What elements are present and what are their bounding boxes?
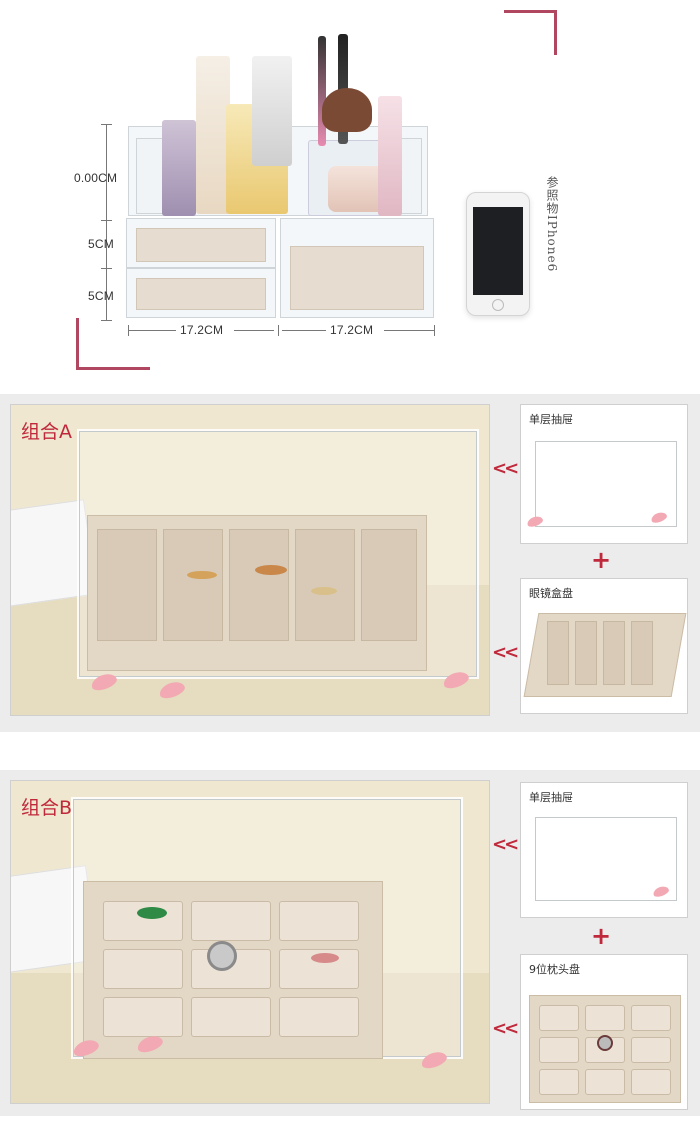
bracelet [137,907,167,919]
width-right-label: 17.2CM [330,323,374,337]
ruler-tick [101,124,112,125]
tray-slot [163,529,223,641]
tray-slot [631,621,653,685]
drawer-2-height-label: 5CM [88,289,114,303]
ruler-cap [128,325,129,336]
ruler-cap [278,325,279,336]
drawer-1-height-label: 5CM [88,237,114,251]
width-ruler-right [282,330,326,331]
watch-pillow [103,997,183,1037]
combo-b-arrow-2: << [492,1018,519,1039]
combo-a-part-2: 眼镜盒盘 [520,578,688,714]
tray-slot [229,529,289,641]
corner-bracket-top-right [504,10,557,13]
tray-slot [295,529,355,641]
combo-b-photo: 组合B [10,780,490,1104]
watch-pillow [279,997,359,1037]
lotion-bottle [196,56,230,214]
drawer-right-tray [290,246,424,310]
width-ruler-right-end [384,330,434,331]
organizer-illustration [122,34,434,318]
bracelet [311,953,339,963]
single-drawer [533,815,679,903]
top-height-label: 0.00CM [74,171,118,185]
perfume-bottle-small [162,120,196,216]
tray-slot [97,529,157,641]
combo-b-part-1-label: 单层抽屉 [529,791,573,804]
corner-bracket-bottom-left [76,367,150,370]
watch-pillow [191,901,271,941]
tray-slot [603,621,625,685]
watch [207,941,237,971]
width-left-label: 17.2CM [180,323,224,337]
tray-slot [547,621,569,685]
combo-a-plus: + [591,546,612,574]
drawer-left-bottom-tray [136,278,266,310]
watch-pillow [191,997,271,1037]
ruler-tick [101,220,112,221]
watch-pillow [539,1037,579,1063]
watch [597,1035,613,1051]
watch-pillow [279,901,359,941]
corner-bracket-bottom-left-v [76,318,79,370]
combo-b-part-2-label: 9位枕头盘 [529,963,580,976]
combo-a-arrow-1: << [492,458,519,479]
combo-a-arrow-2: << [492,642,519,663]
jewelry [187,571,217,579]
width-ruler-left [128,330,176,331]
watch-pillow [631,1005,671,1031]
tray-slot [575,621,597,685]
makeup-brush-1 [318,36,326,146]
phone-home-button [492,299,504,311]
phone-screen [473,207,523,295]
jewelry [311,587,337,595]
combo-b-plus: + [591,922,612,950]
powder-brush [322,88,372,132]
corner-bracket-top-right-v [554,10,557,55]
combo-b-title: 组合B [21,797,73,819]
watch-pillow [585,1005,625,1031]
watch-pillow [539,1005,579,1031]
jewelry [255,565,287,575]
tray-slot [361,529,417,641]
drawer-left-top-tray [136,228,266,262]
ruler-tick [101,268,112,269]
combo-a-part-1: 单层抽屉 [520,404,688,544]
watch-pillow [631,1069,671,1095]
combo-a-photo: 组合A [10,404,490,716]
ruler-tick [101,320,112,321]
height-ruler [106,124,107,320]
width-ruler-left-end [234,330,274,331]
iphone-reference [466,192,530,316]
dimension-section: 0.00CM 5CM 5CM 17.2CM 17.2CM [0,0,700,380]
watch-pillow [539,1069,579,1095]
watch-pillow [585,1069,625,1095]
phone-caption: 参照物IPhone6 [545,176,559,273]
combo-b-arrow-1: << [492,834,519,855]
combo-b-part-2: 9位枕头盘 [520,954,688,1110]
combo-b-part-1: 单层抽屉 [520,782,688,918]
spray-bottle [252,56,292,166]
combo-a-part-2-label: 眼镜盒盘 [529,587,573,600]
watch-pillow [103,949,183,989]
combo-a-title: 组合A [21,421,72,443]
watch-pillow [631,1037,671,1063]
combo-a-part-1-label: 单层抽屉 [529,413,573,426]
ruler-cap [434,325,435,336]
serum-bottle [378,96,402,216]
